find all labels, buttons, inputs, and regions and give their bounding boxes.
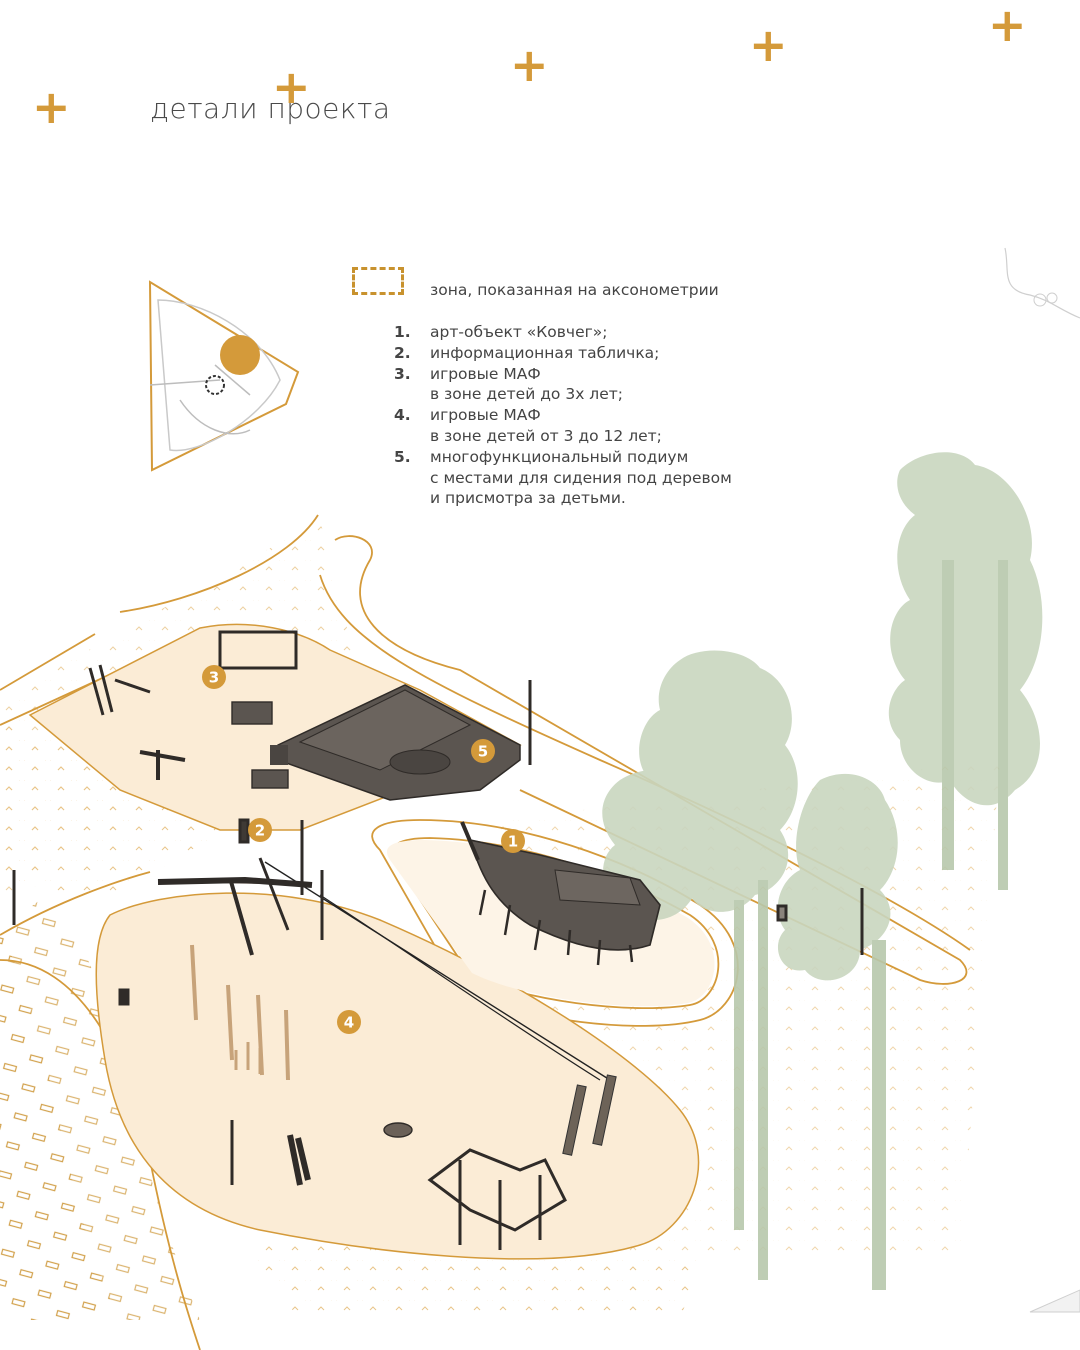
marker-5: 5	[471, 739, 495, 763]
plus-icon: +	[272, 60, 311, 114]
svg-text:1: 1	[508, 833, 518, 851]
marker-3: 3	[202, 665, 226, 689]
marker-1: 1	[501, 829, 525, 853]
svg-text:5: 5	[478, 743, 488, 761]
marker-2: 2	[248, 818, 272, 842]
svg-text:2: 2	[255, 822, 265, 840]
legend-item: 2.информационная табличка;	[394, 343, 660, 362]
lamp-icon	[12, 680, 864, 1185]
podium-icon	[270, 684, 521, 801]
plus-icon: +	[510, 38, 549, 92]
legend-item: 4.игровые МАФ в зоне детей от 3 до 12 ле…	[394, 406, 662, 445]
page-title: детали проекта	[150, 92, 391, 125]
svg-text:3: 3	[209, 669, 219, 687]
legend-list: 1.арт-объект «Ковчег»; 2.информационная …	[394, 322, 732, 509]
marker-4: 4	[337, 1010, 361, 1034]
plus-icon: +	[32, 80, 71, 134]
legend-item: 3.игровые МАФ в зоне детей до 3х лет;	[394, 364, 623, 404]
ark-icon	[460, 821, 661, 966]
legend-item: 5.многофункциональный подиум с местами д…	[394, 447, 732, 508]
svg-text:4: 4	[344, 1014, 354, 1032]
plus-icon: +	[988, 0, 1027, 52]
keymap-icon	[148, 280, 300, 472]
legend-item: 1.арт-объект «Ковчег»;	[394, 323, 608, 341]
zone-legend-swatch	[352, 267, 404, 295]
plus-icon: +	[749, 18, 788, 72]
zone-legend-label: зона, показанная на аксонометрии	[430, 281, 719, 299]
